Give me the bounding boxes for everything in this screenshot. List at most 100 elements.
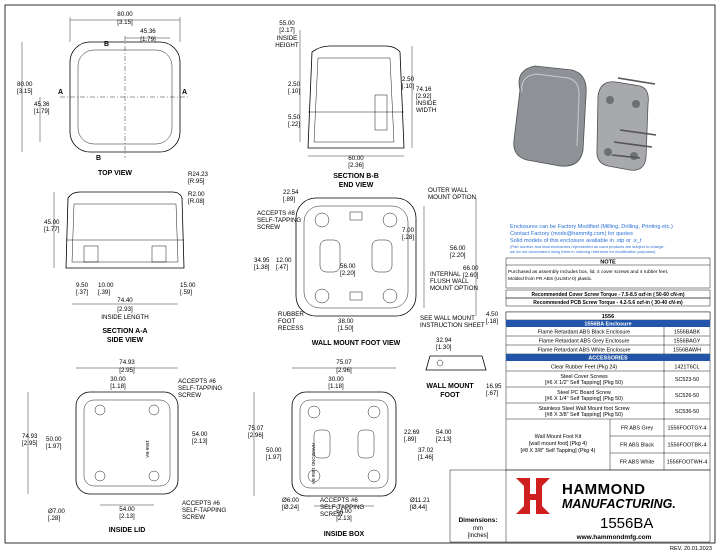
render-screw-hole	[604, 148, 612, 156]
table-row-desc: Flame Retardant ABS Black Enclosure	[538, 330, 630, 336]
dim-lid-w1: 74.93	[119, 359, 135, 366]
render-lid	[596, 81, 649, 171]
section-aa-title1: SECTION A-A	[102, 328, 147, 335]
dim-top-w2-in: [1.79]	[140, 36, 156, 43]
flush-mount-slot	[319, 239, 341, 273]
outer-mount-tab	[349, 211, 363, 221]
dim-aa-r2: R2.00	[188, 191, 205, 198]
dim-aa-c: 15.00	[180, 282, 196, 289]
foot-iw3: MOUNT OPTION	[430, 285, 478, 292]
factory-mod-text: Enclosures can be Factory Modified (Mill…	[510, 224, 673, 230]
foot-ow1: OUTER WALL	[428, 187, 469, 194]
dim-foot-d: 7.00	[402, 227, 415, 234]
dim-foot-c-in: [2.20]	[340, 270, 356, 277]
lid-tag: 1556-BA	[145, 440, 150, 459]
dim-box-h6: Ø6.00	[282, 497, 299, 504]
table-row-pn: 1421T6CL	[674, 365, 699, 371]
dim-foot-c: 56.00	[340, 263, 356, 270]
table-row-desc: Clear Rubber Feet (Pkg 24)	[551, 365, 617, 371]
dim-box-h2-in: [1.97]	[266, 454, 282, 461]
dim-aa-h: 45.00	[44, 219, 60, 226]
dim-aa-il: 74.40	[117, 297, 133, 304]
section-mark-b-top: B	[104, 41, 109, 48]
table-row-pn: 1556BABK	[674, 330, 701, 336]
dim-lid-w2: 30.00	[110, 376, 126, 383]
dim-top-h-in: [3.15]	[17, 88, 33, 95]
inside-lid-view: 1556-BA 74.93 [2.95] 30.00 [1.18] 74.93 …	[22, 359, 226, 534]
flush-mount-slot	[371, 239, 393, 273]
dim-aa-b: 10.00	[98, 282, 114, 289]
dim-foot-e: 56.00	[450, 245, 466, 252]
table-row-desc: Flame Retardant ABS Grey Enclosure	[539, 339, 630, 345]
brand-line-1: HAMMOND	[562, 481, 646, 498]
dim-box-b-in: [1.46]	[418, 454, 434, 461]
dim-box-w1: 75.07	[336, 359, 352, 366]
foot-acc2: SELF-TAPPING	[257, 217, 301, 224]
dim-box-bw-in: [2.13]	[336, 515, 352, 522]
table-header: 1556	[602, 314, 614, 320]
top-view-title: TOP VIEW	[98, 170, 132, 177]
section-bb-view: 55.00 [2.17] INSIDE HEIGHT 2.50 [.10] 5.…	[275, 20, 436, 189]
dim-lid-h1-in: [2.95]	[22, 440, 38, 447]
dim-lid-h3-in: [2.13]	[192, 438, 208, 445]
pcb-torque: Recommended PCB Screw Torque - 4.2-5.6 o…	[533, 300, 683, 306]
note-line-2: Molded from FR ABS (UL94V-0) plastic.	[508, 276, 593, 282]
dim-box-w2: 30.00	[328, 376, 344, 383]
dim-bb-ih: 55.00	[279, 20, 295, 27]
dim-bb-550-in: [.22]	[288, 121, 300, 128]
dim-box-b: 37.02	[418, 447, 434, 454]
dim-foot-f: 66.00	[463, 265, 479, 272]
disclaimer-2: we do not recommend using them in orderi…	[510, 249, 656, 254]
foot-iw2: FLUSH WALL	[430, 278, 469, 285]
dim-aa-r1: R24.23	[188, 171, 209, 178]
torque-box-2	[505, 297, 711, 307]
dim-bb-ih-l1: INSIDE	[277, 35, 298, 42]
dim-box-a: 22.69	[404, 429, 420, 436]
foot-iw1: INTERNAL	[430, 271, 461, 278]
dim-aa-r1-in: [R.95]	[188, 178, 205, 185]
lid-title: INSIDE LID	[109, 527, 146, 534]
dim-lid-h1: 74.93	[22, 433, 38, 440]
dim-bb-iw-in: [2.92]	[416, 93, 432, 100]
dim-box-w1-in: [2.96]	[336, 367, 352, 374]
disclaimer-1: (Part number and lead enclosures represe…	[510, 244, 665, 249]
title-block-frame	[449, 469, 711, 543]
rubber-foot-recess	[382, 212, 398, 228]
dims-mm: mm	[473, 526, 483, 532]
section-aa-inner	[71, 203, 179, 263]
dim-wf-b-in: [1.30]	[436, 344, 452, 351]
lid-screw-hole	[94, 470, 106, 482]
hammond-logo-icon	[516, 478, 550, 514]
section-aa-outline	[65, 191, 185, 269]
dim-wf-c-in: [.67]	[486, 390, 498, 397]
section-mark-b-bottom: B	[96, 155, 101, 162]
dim-lid-h2-in: [1.97]	[46, 443, 62, 450]
dim-foot-f-in: [2.60]	[463, 272, 479, 279]
dim-lid-hole-in: [.28]	[48, 515, 60, 522]
section-aa-boss	[83, 245, 99, 263]
section-bb-title1: SECTION B-B	[333, 173, 379, 180]
table-row-desc-2: [#6 X 1/2" Self Tapping] (Pkg 50)	[545, 380, 623, 386]
contact-factory-text: Contact Factory (mods@hammfg.com) for qu…	[510, 231, 633, 237]
dim-bb-250r-in: [.10]	[402, 83, 414, 90]
dim-bb-250r: 2.50	[402, 76, 415, 83]
dim-foot-d-in: [.28]	[402, 234, 414, 241]
table-kit-rows: Wall Mount Foot Kit [wall mount foot] (P…	[521, 419, 710, 470]
dim-aa-a-in: [.37]	[76, 289, 88, 296]
revision: REV. 20.01.2023	[670, 546, 712, 552]
note-box	[505, 257, 711, 289]
foot-rf3: RECESS	[278, 325, 303, 332]
render-screw	[613, 141, 653, 148]
solid-models-text: Solid models of this enclosure available…	[510, 238, 642, 244]
wallfoot-see1: SEE WALL MOUNT	[420, 315, 475, 322]
render-screw	[617, 77, 656, 85]
section-aa-boss	[151, 245, 167, 263]
table-row-desc-2: [#6 X 1/4" Self Tapping] (Pkg 50)	[545, 396, 623, 402]
wallfoot-see2: INSTRUCTION SHEET	[420, 322, 485, 329]
box-acc1: ACCEPTS #6	[320, 497, 358, 504]
box-screw-boss	[367, 469, 381, 483]
render-screw-hole	[630, 152, 638, 160]
kit-pn: 1556FOOTWH-4	[667, 460, 708, 466]
section-mark-a-right: A	[182, 89, 187, 96]
enclosure-render	[513, 65, 657, 171]
